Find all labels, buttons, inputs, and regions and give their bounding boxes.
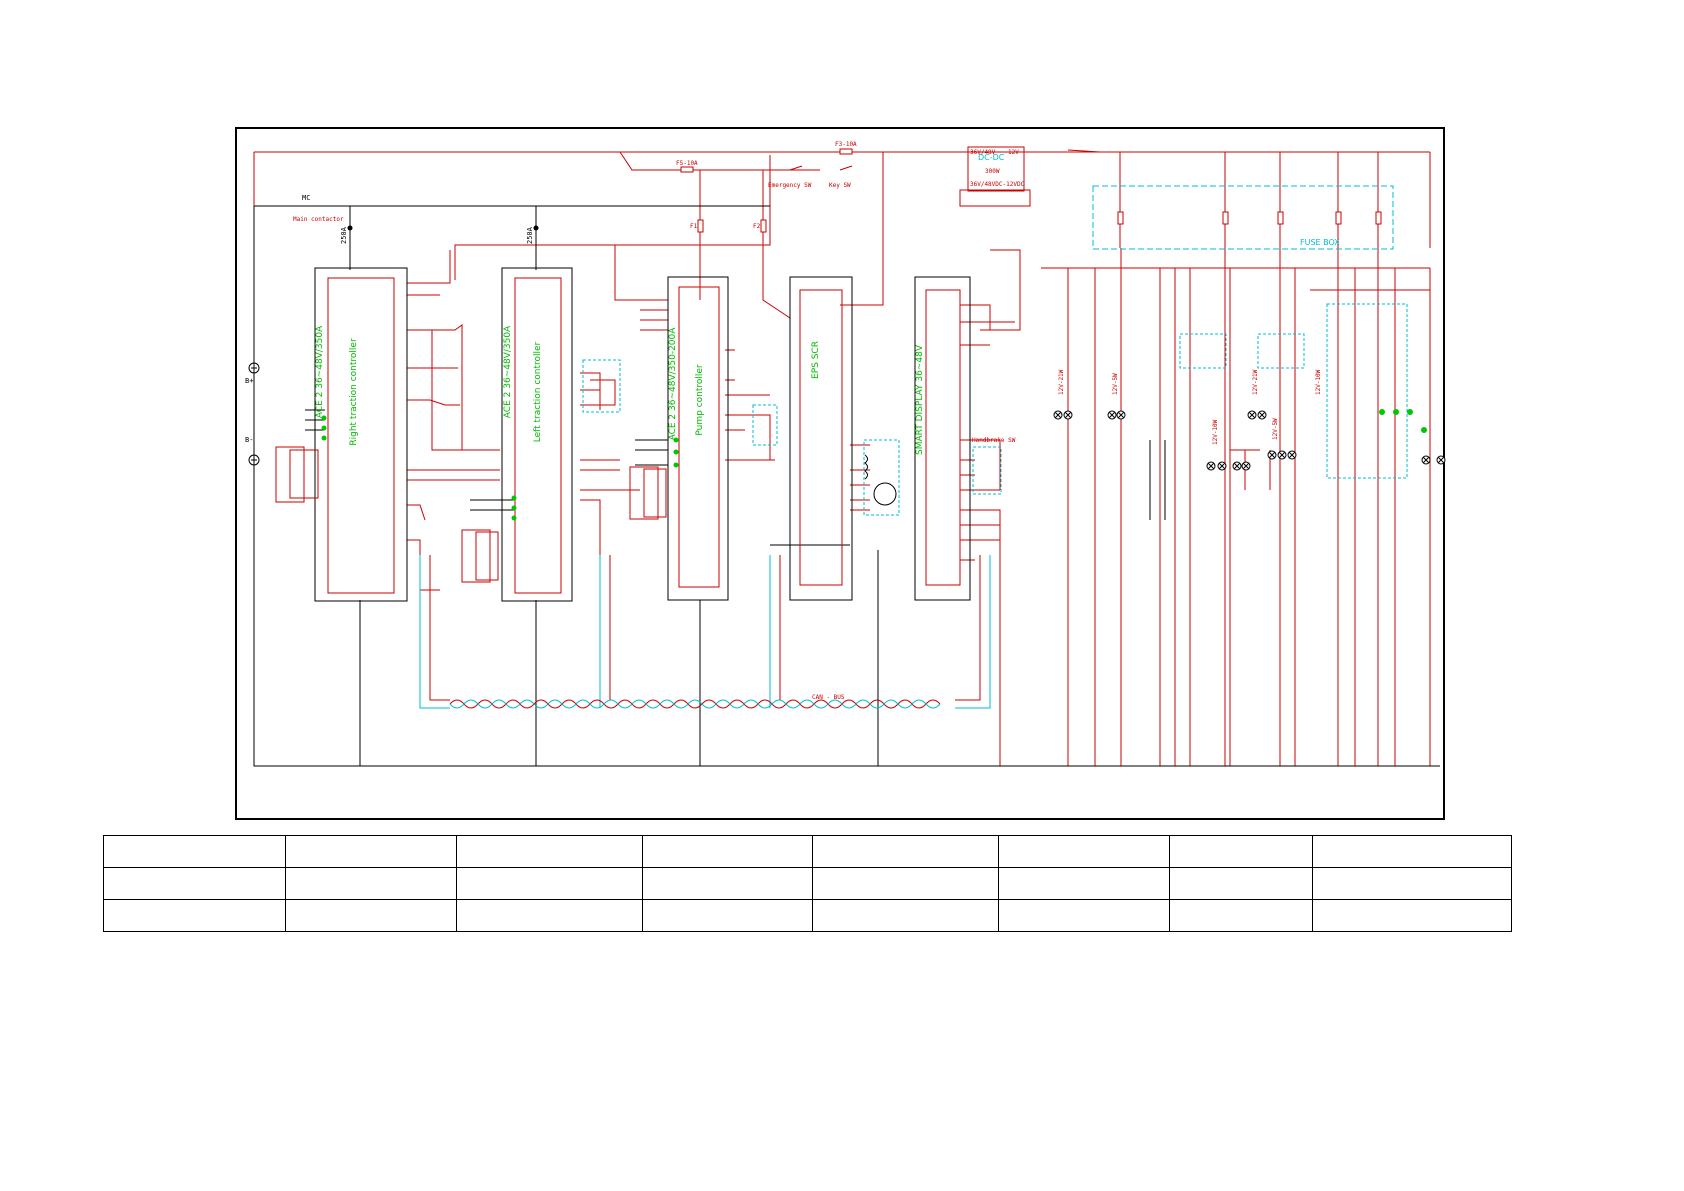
dcdc-title: DC-DC <box>978 153 1005 162</box>
fuse-box: FUSE BOX <box>1092 185 1394 250</box>
lamp-label: 12V-5W <box>1112 373 1119 395</box>
title-block-cell <box>1312 899 1512 932</box>
sensor-groups <box>582 303 1408 516</box>
title-block-cell <box>285 867 457 900</box>
title-block-row <box>103 899 1512 932</box>
title-block-cell <box>456 835 643 868</box>
title-block-cell <box>642 899 813 932</box>
main-contactor: MC Main contactor 250A 250A <box>293 194 539 244</box>
svg-text:F2: F2 <box>753 223 761 230</box>
title-block-cell <box>103 899 286 932</box>
connector-blocks <box>275 446 667 583</box>
svg-text:36V/48VDC-12VDC: 36V/48VDC-12VDC <box>970 181 1025 188</box>
controller-right-traction: ACE 2 36~48V/350A Right traction control… <box>314 267 408 602</box>
title-block-cell <box>103 867 286 900</box>
title-block-cell <box>812 835 999 868</box>
controller-title: EPS SCR <box>811 341 821 379</box>
fuses: F3-10A F5-10A F1 F2 <box>676 141 857 233</box>
lamp-label: 12V-21W <box>1252 369 1259 395</box>
title-block-cell <box>1312 835 1512 868</box>
title-block-cell <box>998 835 1170 868</box>
main-contactor-label: Main contactor <box>293 216 344 223</box>
battery-negative-label: B- <box>245 436 253 444</box>
can-bus <box>419 555 991 709</box>
title-block-cell <box>1169 899 1313 932</box>
svg-text:F3-10A: F3-10A <box>835 141 857 148</box>
main-contactor-ref: MC <box>302 194 310 202</box>
controller-title: ACE 2 36~48V/350A <box>503 325 513 418</box>
lamp-label: 12V-10W <box>1315 369 1322 395</box>
title-block-cell <box>812 899 999 932</box>
svg-text:250A: 250A <box>340 226 348 244</box>
controller-left-traction: ACE 2 36~48V/350A Left traction controll… <box>501 267 573 602</box>
title-block-row <box>103 867 1512 900</box>
lamps <box>1053 410 1446 471</box>
hand-brake-label: Handbrake SW <box>972 437 1016 444</box>
switches <box>789 165 853 171</box>
controller-subtitle: Left traction controller <box>533 341 543 442</box>
svg-text:12V: 12V <box>1008 149 1019 156</box>
title-block-cell <box>1169 867 1313 900</box>
controller-eps: EPS SCR <box>789 276 853 601</box>
svg-text:F1: F1 <box>690 223 698 230</box>
indicator-dots <box>321 409 1427 521</box>
title-block-cell <box>285 835 457 868</box>
title-block-cell <box>285 899 457 932</box>
controller-title: ACE 2 36~48V/350A <box>315 325 325 418</box>
title-block-cell <box>1312 867 1512 900</box>
controller-title: SMART DISPLAY 36~48V <box>915 344 925 455</box>
can-bus-label: CAN - BUS <box>812 694 845 701</box>
title-block-cell <box>812 867 999 900</box>
key-switch-label: Key SW <box>829 182 851 189</box>
title-block-cell <box>103 835 286 868</box>
ground-wiring <box>253 205 1440 767</box>
controller-pump: ACE 2 36~48V/350-200A Pump controller <box>667 276 729 601</box>
lamp-label: 12V-5W <box>1272 418 1279 440</box>
fuse-box-label: FUSE BOX <box>1300 238 1340 247</box>
svg-text:300W: 300W <box>985 168 1000 175</box>
controller-display: SMART DISPLAY 36~48V <box>914 276 971 601</box>
svg-text:F5-10A: F5-10A <box>676 160 698 167</box>
motor <box>864 454 897 506</box>
title-block-cell <box>456 867 643 900</box>
battery-positive-label: B+ <box>245 377 253 385</box>
battery: B+ B- <box>245 362 260 466</box>
title-block-cell <box>642 867 813 900</box>
controller-subtitle: Right traction controller <box>349 338 359 446</box>
title-block-cell <box>456 899 643 932</box>
title-block-cell <box>642 835 813 868</box>
emergency-switch-label: Emergency SW <box>768 182 812 189</box>
lamp-label: 12V-21W <box>1058 369 1065 395</box>
lamp-label: 12V-10W <box>1212 419 1219 445</box>
svg-text:250A: 250A <box>526 226 534 244</box>
dcdc-converter: DC-DC 36V/48V~ 12V 300W 36V/48VDC-12VDC <box>959 146 1031 207</box>
controller-subtitle: Pump controller <box>695 364 705 436</box>
title-block-cell <box>998 867 1170 900</box>
svg-text:36V/48V~: 36V/48V~ <box>970 149 999 156</box>
title-block <box>103 835 1512 932</box>
controller-title: ACE 2 36~48V/350-200A <box>668 327 678 441</box>
power-wiring <box>253 149 1431 766</box>
drawing-frame <box>235 127 1445 820</box>
title-block-row <box>103 835 1512 868</box>
title-block-cell <box>998 899 1170 932</box>
title-block-cell <box>1169 835 1313 868</box>
